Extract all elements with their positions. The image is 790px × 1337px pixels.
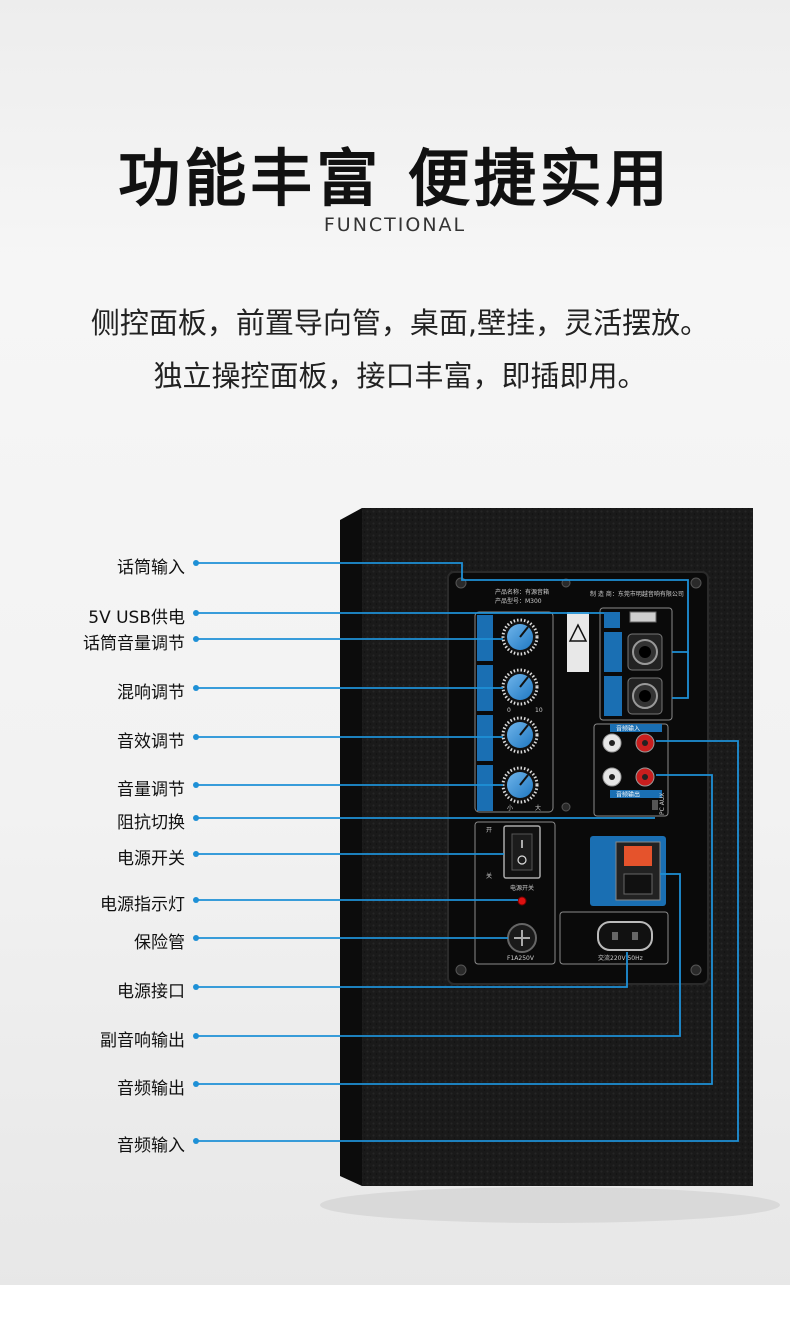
knob-scale-low: 小 bbox=[507, 804, 513, 812]
label-sub-output: 副音响输出 bbox=[100, 1031, 185, 1051]
leader-dots bbox=[193, 560, 199, 1144]
manufacturer: 制 造 商：东莞市明越音响有限公司 bbox=[590, 590, 684, 598]
knob-mic-volume[interactable] bbox=[501, 618, 539, 656]
label-fuse: 保险管 bbox=[134, 933, 185, 953]
mic-input-section bbox=[599, 607, 673, 721]
power-switch-text: 电源开关 bbox=[510, 884, 534, 892]
knob-label-tag bbox=[477, 715, 493, 761]
rca-input-red[interactable] bbox=[635, 733, 655, 753]
label-power-led: 电源指示灯 bbox=[100, 895, 185, 915]
label-impedance: 阻抗切换 bbox=[117, 813, 185, 833]
knob-section bbox=[474, 611, 554, 813]
screw bbox=[561, 578, 571, 588]
knob-label-tag bbox=[477, 765, 493, 811]
knob-label-tag bbox=[477, 615, 493, 661]
description-line-2: 独立操控面板，接口丰富，即插即用。 bbox=[153, 359, 647, 393]
fuse-holder[interactable] bbox=[507, 923, 537, 953]
label-mic-volume: 话筒音量调节 bbox=[83, 634, 185, 654]
knob-scale-max: 10 bbox=[535, 707, 543, 714]
mic2-label-tag bbox=[604, 676, 622, 716]
knob-reverb[interactable] bbox=[501, 668, 539, 706]
leader-mic-input-2 bbox=[672, 652, 689, 699]
bottom-strip bbox=[0, 1285, 790, 1337]
impedance-switch[interactable] bbox=[652, 800, 658, 810]
audio-out-text: 音频输出 bbox=[616, 791, 640, 799]
knob-effect[interactable] bbox=[501, 716, 539, 754]
label-mic-input: 话筒输入 bbox=[117, 558, 185, 578]
screw bbox=[455, 964, 467, 976]
knob-scale-min: 0 bbox=[507, 707, 511, 714]
warning-sticker bbox=[567, 612, 589, 672]
label-volume: 音量调节 bbox=[117, 780, 185, 800]
screw bbox=[561, 802, 571, 812]
leader-sub-output bbox=[196, 873, 681, 1037]
leader-ac-input bbox=[196, 952, 628, 988]
mic2-jack[interactable] bbox=[627, 677, 663, 715]
power-indicator-led bbox=[517, 896, 527, 906]
label-audio-input: 音频输入 bbox=[117, 1136, 185, 1156]
ac-power-socket[interactable] bbox=[597, 921, 653, 951]
label-audio-output: 音频输出 bbox=[117, 1079, 185, 1099]
switch-on-text: 开 bbox=[486, 827, 492, 834]
audio-in-text: 音频输入 bbox=[616, 725, 640, 733]
power-section bbox=[474, 821, 556, 965]
cabinet-shadow bbox=[320, 1187, 780, 1223]
screw bbox=[690, 964, 702, 976]
page-subtitle: FUNCTIONAL bbox=[323, 214, 467, 236]
rca-output-red[interactable] bbox=[635, 767, 655, 787]
knob-volume[interactable] bbox=[501, 766, 539, 804]
ac-section bbox=[559, 911, 669, 965]
product-model: 产品型号：M300 bbox=[495, 597, 542, 605]
usb-port[interactable] bbox=[629, 611, 657, 623]
leader-lines bbox=[196, 562, 739, 1142]
rca-input-white[interactable] bbox=[602, 733, 622, 753]
speaker-terminal[interactable] bbox=[615, 841, 661, 901]
mic1-label-tag bbox=[604, 632, 622, 672]
audio-in-label-tag bbox=[610, 724, 662, 732]
label-usb-power: 5V USB供电 bbox=[88, 608, 185, 628]
fuse-rating-text: F1A250V bbox=[507, 955, 535, 962]
leader-audio-in bbox=[196, 740, 739, 1142]
switch-off-text: 关 bbox=[486, 872, 492, 880]
label-power-input: 电源接口 bbox=[117, 982, 185, 1002]
mic1-jack[interactable] bbox=[627, 633, 663, 671]
audio-out-label-tag bbox=[610, 790, 662, 798]
label-reverb: 混响调节 bbox=[117, 683, 185, 703]
label-power-switch: 电源开关 bbox=[117, 849, 185, 869]
knob-scale-high: 大 bbox=[535, 804, 541, 812]
power-switch[interactable] bbox=[503, 825, 541, 879]
pc-aux-text: PC AUX bbox=[659, 793, 666, 815]
leader-mic-input bbox=[196, 562, 689, 653]
label-effect: 音效调节 bbox=[117, 732, 185, 752]
leader-audio-out bbox=[196, 774, 713, 1085]
warning-icon bbox=[568, 623, 588, 642]
description-line-1: 侧控面板，前置导向管，桌面,壁挂，灵活摆放。 bbox=[90, 306, 710, 340]
rca-output-white[interactable] bbox=[602, 767, 622, 787]
screw bbox=[690, 577, 702, 589]
ac-input-text: 交流220V 50Hz bbox=[598, 954, 643, 962]
usb-label-tag bbox=[604, 612, 620, 628]
cabinet-side bbox=[340, 508, 362, 1186]
product-name: 产品名称：有源音箱 bbox=[495, 588, 549, 596]
page-title: 功能丰富 便捷实用 bbox=[118, 142, 672, 215]
